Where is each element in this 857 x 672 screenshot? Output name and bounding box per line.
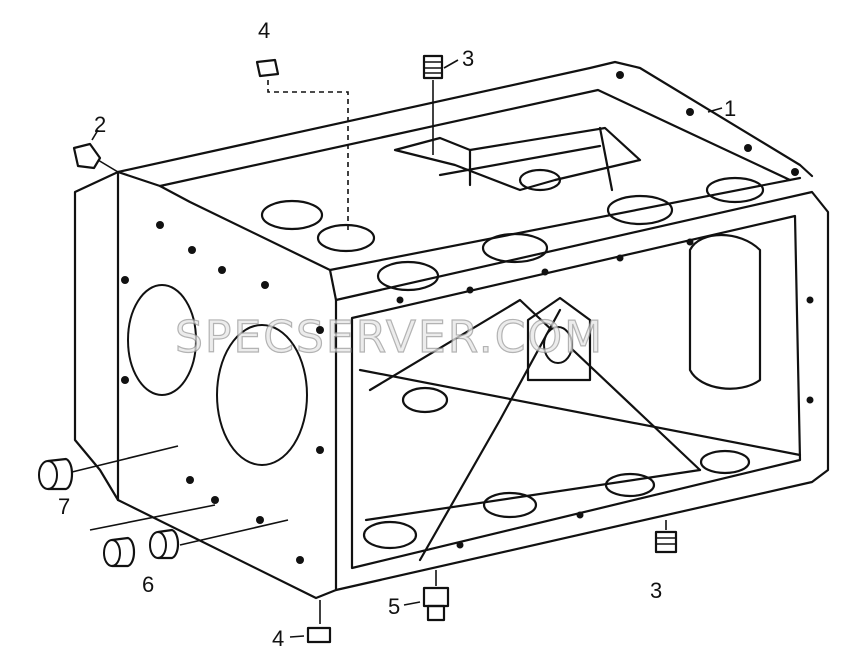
callout-2: 2: [94, 112, 106, 137]
plug-part-4-bottom: [306, 626, 332, 644]
drain-plug-part-5: [422, 586, 450, 622]
leader-line-4-top: [267, 80, 349, 230]
leader-line-1: [707, 107, 723, 113]
callout-5: 5: [388, 594, 400, 619]
callout-tick-5: [403, 601, 421, 606]
leader-line-6-b: [179, 519, 289, 546]
callout-4-top: 4: [258, 18, 270, 43]
callout-7: 7: [58, 494, 70, 519]
watermark-text: SPECSERVER.COM: [175, 312, 604, 363]
callout-3-top: 3: [462, 46, 474, 71]
plug-part-7: [38, 457, 74, 491]
callout-tick-4-bottom: [289, 635, 305, 638]
plug-part-3-bottom: [654, 530, 678, 554]
callout-3-bottom: 3: [650, 578, 662, 603]
leader-line-6-a: [89, 504, 216, 531]
callout-1: 1: [724, 96, 736, 121]
leader-line-2: [97, 159, 119, 173]
plug-part-6-right: [149, 528, 180, 560]
callout-tick-2: [91, 129, 99, 141]
plug-part-4-top: [255, 58, 280, 78]
callout-tick-3-top: [443, 59, 459, 69]
leader-line-7: [71, 445, 179, 473]
plug-part-6-left: [103, 536, 136, 568]
housing-body: [73, 60, 830, 600]
callout-6: 6: [142, 572, 154, 597]
plug-part-2: [72, 142, 102, 170]
callout-4-bottom: 4: [272, 626, 284, 651]
plug-part-3-top: [422, 54, 444, 80]
